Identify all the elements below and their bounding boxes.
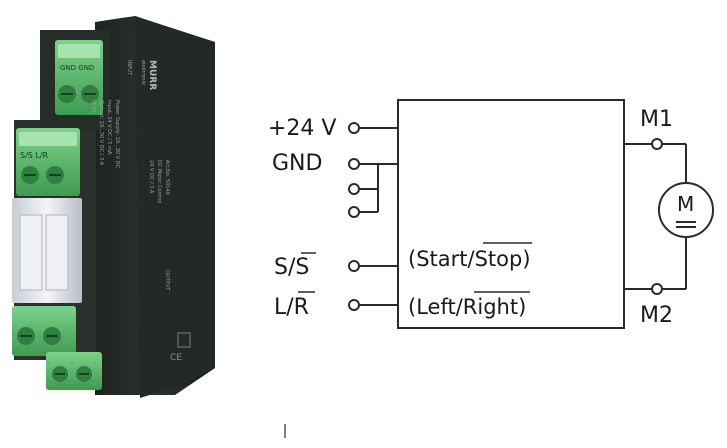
terminal-m2 (651, 283, 663, 295)
terminal-block-top: GND GND (55, 40, 103, 115)
brand-logo: MURR (147, 60, 157, 90)
art-no: Art.No. 50140 (164, 160, 170, 195)
terminal-gnd-1 (348, 158, 360, 170)
terminal-24v (348, 122, 360, 134)
wiring-diagram (298, 99, 714, 329)
terminal-block-bottom (12, 306, 102, 390)
relay-module-photo: GND GND S/S L/R MURR elektr (12, 16, 215, 398)
label-ss: S/S (274, 255, 309, 280)
model-name: DC Motor Control (156, 160, 162, 203)
diagram-labels: +24 V GND S/S L/R (Start/Stop) (Left/Rig… (268, 107, 694, 328)
terminal-gnd-3 (348, 206, 360, 218)
label-m1: M1 (640, 107, 673, 132)
spec-3: Output: 19...30 V DC / 3 A (98, 100, 104, 166)
terminal-gnd-2 (348, 183, 360, 195)
housing-face (135, 16, 215, 398)
ce-mark: CE (170, 353, 182, 363)
spec-1: Power Supply: 19...30 V DC (114, 100, 120, 169)
label-start-stop: (Start/Stop) (408, 247, 531, 271)
motor-symbol (658, 182, 714, 238)
indicator-window (12, 198, 82, 303)
side-print: MURR elektronik INPUT Art.No. 50140 DC M… (90, 60, 170, 291)
terminal-m1 (651, 138, 663, 150)
label-motor: M (677, 192, 694, 216)
rating: 24 V DC / 3 A (148, 160, 154, 194)
brand-sub: elektronik (140, 60, 146, 85)
spec-4: IP 20 (90, 100, 96, 112)
label-gnd: GND (272, 151, 322, 176)
label-24v: +24 V (268, 116, 336, 141)
label-lr: L/R (274, 295, 309, 320)
terminal-label-ss-lr: S/S L/R (20, 151, 49, 160)
input-label: INPUT (126, 60, 132, 76)
terminal-block-middle: S/S L/R (16, 128, 80, 196)
spec-2: Input: 24 V DC / 5 mA (106, 100, 112, 155)
label-left-right: (Left/Right) (408, 295, 526, 319)
terminal-ss (348, 260, 360, 272)
terminal-lr (348, 299, 360, 311)
terminal-label-gnd: GND GND (60, 64, 94, 72)
output-label: OUTPUT (164, 270, 170, 291)
label-m2: M2 (640, 303, 673, 328)
control-box (397, 99, 625, 329)
